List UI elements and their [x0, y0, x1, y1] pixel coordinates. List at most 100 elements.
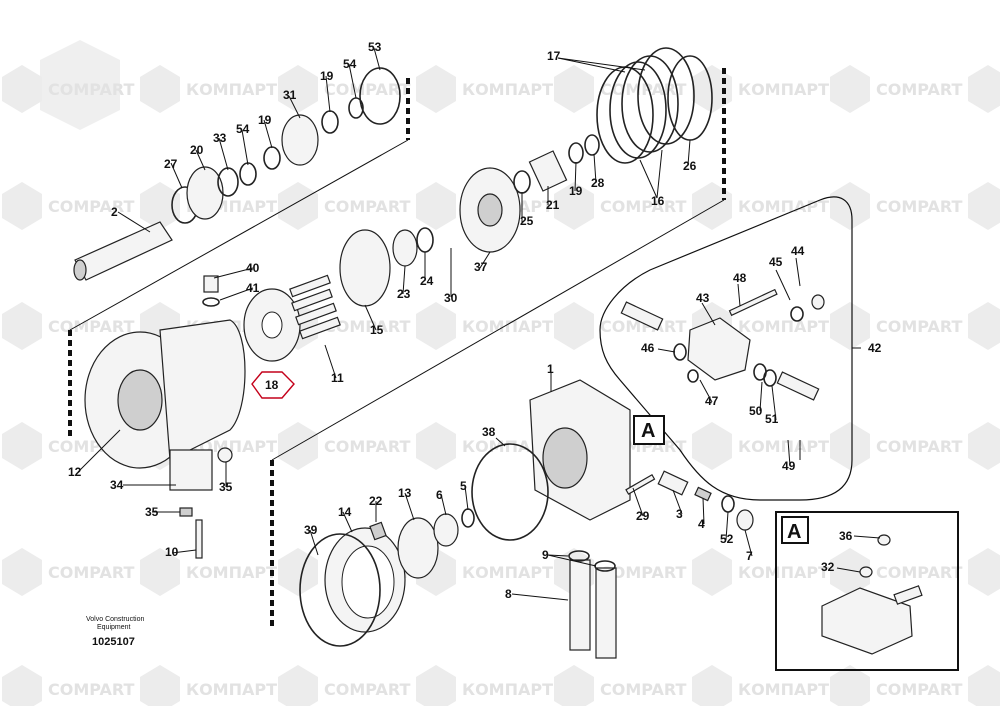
watermark-text: COMPART [876, 563, 963, 582]
watermark-hex [830, 182, 870, 230]
watermark-hex [2, 422, 42, 470]
leader-line [699, 379, 713, 403]
retainer-plate-15 [339, 229, 391, 307]
watermark-hex [968, 422, 1000, 470]
label-part-47: 47 [705, 394, 719, 408]
detail-region-42 [599, 196, 853, 501]
label-part-44: 44 [791, 244, 805, 258]
watermark-text: КОМПАРТ [186, 680, 277, 699]
watermark-hex [2, 65, 42, 113]
watermark-text: COMPART [48, 197, 135, 216]
watermark-text: КОМПАРТ [462, 680, 553, 699]
watermark-text: COMPART [48, 680, 135, 699]
spring-21 [528, 150, 568, 192]
leader-line [402, 265, 406, 295]
leader-line [657, 348, 676, 353]
label-part-31: 31 [283, 88, 297, 102]
leader-line [117, 211, 151, 233]
spring-22 [369, 521, 387, 541]
watermark-text: КОМПАРТ [186, 563, 277, 582]
label-part-38: 38 [482, 425, 496, 439]
watermark-text: КОМПАРТ [462, 317, 553, 336]
label-part-29: 29 [636, 509, 650, 523]
inset-tag-box [781, 516, 809, 544]
watermark-hex [140, 182, 180, 230]
leader-line [787, 439, 791, 467]
watermark-text: КОМПАРТ [738, 317, 829, 336]
drive-shaft-2 [73, 221, 173, 281]
watermark-hex [278, 422, 318, 470]
plug-3 [657, 470, 689, 496]
watermark-layer [40, 40, 120, 130]
watermark-hex [968, 665, 1000, 706]
watermark-hex [2, 665, 42, 706]
watermark-hex [2, 182, 42, 230]
label-part-25: 25 [520, 214, 534, 228]
watermark-text: COMPART [324, 80, 411, 99]
leader-line [195, 149, 206, 171]
label-part-52: 52 [720, 532, 734, 546]
leader-line [775, 269, 791, 301]
relief-valve-8b [595, 567, 617, 659]
leader-line [404, 492, 415, 521]
ring-19-top [321, 110, 339, 134]
watermark-hex [140, 548, 180, 596]
watermark-text: КОМПАРТ [738, 437, 829, 456]
leader-line [288, 95, 301, 119]
watermark-hex [278, 548, 318, 596]
watermark-hex [140, 665, 180, 706]
watermark-text: COMPART [876, 437, 963, 456]
label-part-15: 15 [370, 323, 384, 337]
label-part-23: 23 [397, 287, 411, 301]
watermark-text: COMPART [600, 197, 687, 216]
leader-line [325, 75, 331, 113]
leader-line [464, 485, 469, 511]
axis-line-upper [69, 139, 409, 331]
watermark-text: КОМПАРТ [462, 80, 553, 99]
ring-19 [263, 146, 281, 170]
ring-33 [217, 167, 239, 197]
part-23 [392, 229, 418, 267]
plug-35-top [217, 447, 233, 463]
leader-line [687, 139, 691, 166]
o-ring-46 [673, 343, 687, 361]
leader-line [853, 535, 881, 539]
leader-line [511, 593, 569, 601]
leader-line [440, 493, 447, 516]
leader-line [574, 161, 577, 192]
watermark-hex [278, 182, 318, 230]
watermark-text: COMPART [324, 437, 411, 456]
relief-valve-8a [569, 559, 591, 651]
watermark-hex [2, 548, 42, 596]
label-part-35-left: 35 [145, 505, 159, 519]
o-ring-39 [299, 533, 381, 647]
watermark-hex [554, 302, 594, 350]
watermark-hex [968, 548, 1000, 596]
label-part-8: 8 [505, 587, 512, 601]
spring-4 [694, 486, 712, 502]
plug-40 [203, 275, 219, 293]
label-part-43: 43 [696, 291, 710, 305]
leader-line [309, 529, 319, 556]
o-ring-47 [687, 369, 699, 383]
leader-line [557, 57, 626, 73]
watermark-hex [416, 65, 456, 113]
leader-line [241, 129, 249, 166]
label-part-53: 53 [368, 40, 382, 54]
plug-7 [736, 509, 754, 531]
leader-line [639, 159, 658, 199]
watermark-text: КОМПАРТ [738, 680, 829, 699]
label-part-21: 21 [546, 198, 560, 212]
valve-block-43 [687, 317, 751, 381]
watermark-hex [692, 665, 732, 706]
watermark-text: COMPART [600, 563, 687, 582]
leader-line [771, 385, 777, 421]
leader-line [725, 511, 729, 541]
leader-line [263, 119, 273, 149]
watermark-text: COMPART [876, 317, 963, 336]
watermark-hex [692, 548, 732, 596]
o-ring-52 [721, 495, 735, 513]
o-ring-9a [568, 550, 590, 562]
piston-set-11 [289, 274, 341, 340]
